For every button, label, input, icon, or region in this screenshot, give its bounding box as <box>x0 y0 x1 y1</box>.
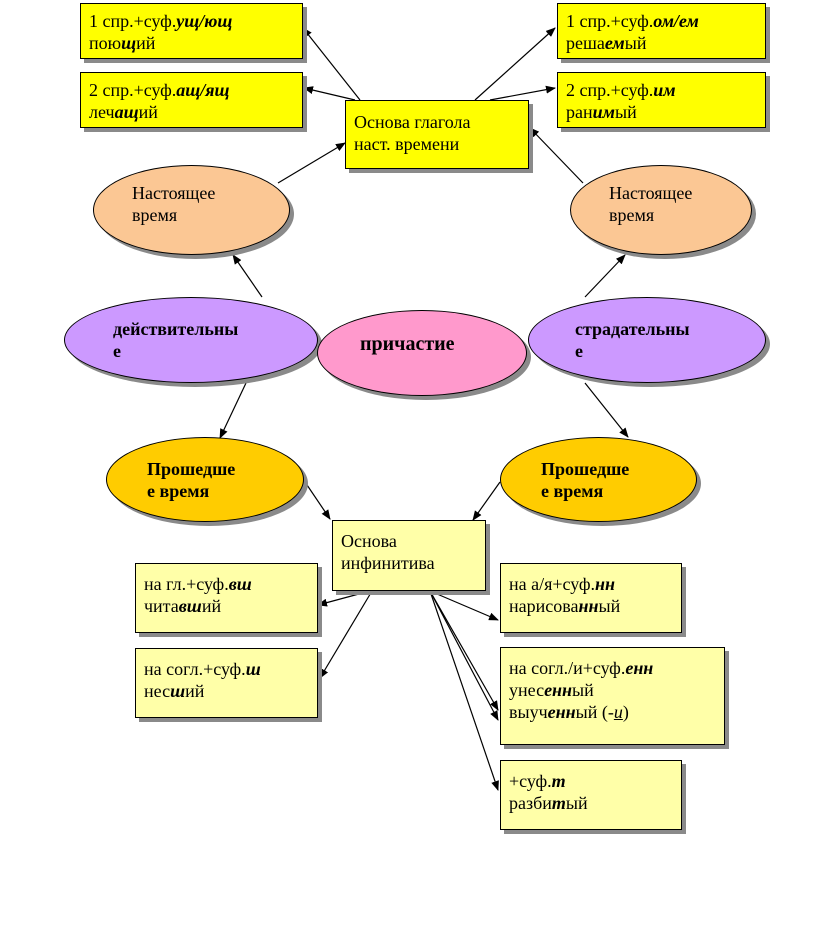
arrow-passive-to-past <box>584 382 629 438</box>
arrow-past-right-to-stem <box>472 481 501 521</box>
arrow-stem-to-pas-pres-1 <box>474 27 556 101</box>
arrow-inf-to-pas-past-2b <box>429 590 499 721</box>
arrow-active-to-present <box>232 254 263 298</box>
box-present-stem: Основа глагола наст. времени <box>345 100 529 169</box>
arrow-inf-to-pas-past-2 <box>429 590 499 711</box>
arrow-inf-to-pas-past-1 <box>429 590 499 621</box>
arrow-inf-to-act-past-1 <box>317 590 371 607</box>
box-passive-past-enn: на согл./и+суф.енн унесенный выученный (… <box>500 647 725 745</box>
box-passive-present-2spr: 2 спр.+суф.им ранимый <box>557 72 766 128</box>
box-active-past-vsh: на гл.+суф.вш читавший <box>135 563 318 633</box>
arrow-past-left-to-stem <box>304 481 331 520</box>
arrow-inf-to-pas-past-3 <box>429 590 499 791</box>
box-passive-past-nn: на а/я+суф.нн нарисованный <box>500 563 682 633</box>
box-active-past-sh: на согл.+суф.ш несший <box>135 648 318 718</box>
arrow-stem-to-pas-pres-2 <box>489 85 556 101</box>
arrow-inf-to-act-past-2 <box>319 590 373 679</box>
arrow-present-left-to-stem <box>277 142 346 184</box>
ellipse-active: действительны е <box>64 297 318 383</box>
ellipse-past-left: Прошедше е время <box>106 437 304 522</box>
box-active-present-1spr: 1 спр.+суф.ущ/ющ поющий <box>80 3 303 59</box>
arrow-present-right-to-stem <box>529 127 584 184</box>
arrow-stem-to-act-pres-1 <box>302 27 361 101</box>
ellipse-present-right: Настоящее время <box>570 165 752 255</box>
arrow-active-to-past <box>219 382 247 439</box>
box-infinitive-stem: Основа инфинитива <box>332 520 486 591</box>
arrow-passive-to-present <box>584 254 626 298</box>
ellipse-present-left: Настоящее время <box>93 165 290 255</box>
arrow-stem-to-act-pres-2 <box>303 86 356 101</box>
ellipse-past-right: Прошедше е время <box>500 437 697 522</box>
ellipse-passive: страдательны е <box>528 297 766 383</box>
ellipse-participle: причастие <box>317 310 527 396</box>
box-active-present-2spr: 2 спр.+суф.ащ/ящ лечащий <box>80 72 303 128</box>
box-passive-past-t: +суф.т разбитый <box>500 760 682 830</box>
box-passive-present-1spr: 1 спр.+суф.ом/ем решаемый <box>557 3 766 59</box>
